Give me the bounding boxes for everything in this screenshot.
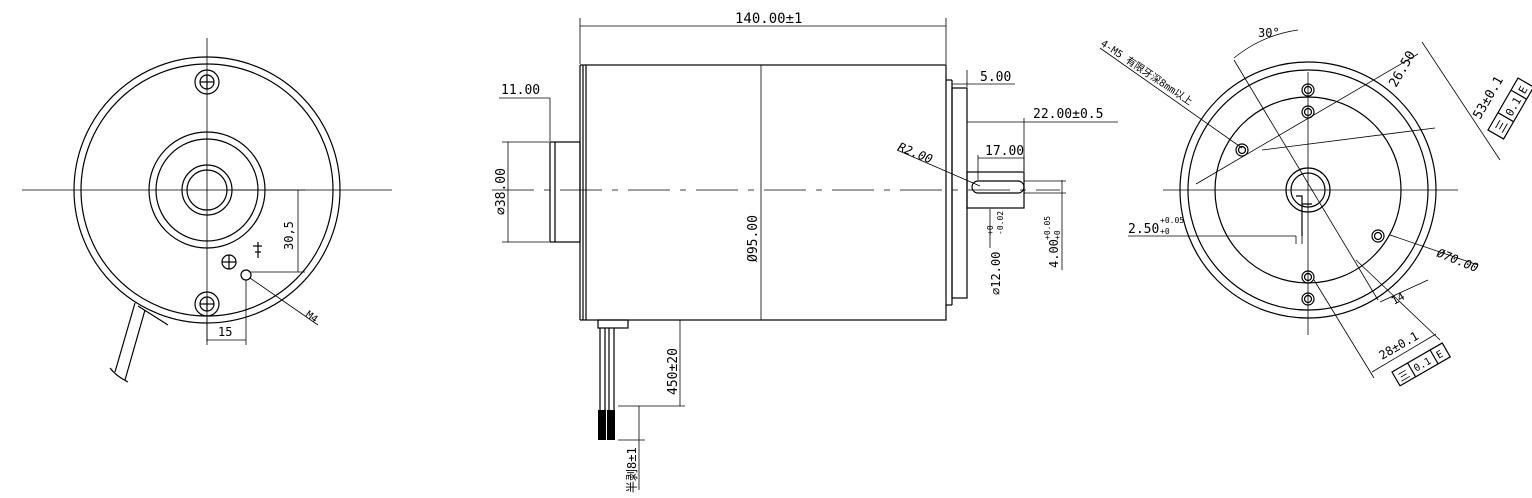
mounting-holes [1235, 83, 1385, 306]
dim-r2: R2.00 [896, 140, 935, 167]
label-holes: 4-M5 有限牙深8mm以上 [1098, 37, 1195, 108]
dim-length: 140.00±1 [735, 11, 802, 27]
dim-14: 14 [1389, 290, 1407, 308]
rear-housing [951, 87, 968, 299]
dim-30-5: 30,5 [282, 221, 296, 250]
lead-wires [597, 319, 629, 440]
diag-line-30 [1233, 59, 1379, 301]
dim-28: 28±0.1 [1377, 329, 1422, 363]
left-end-view: 30,5 15 M4 [22, 38, 392, 383]
motor-body [585, 64, 947, 321]
dim-15: 15 [218, 325, 232, 339]
dim-450: 450±20 [666, 348, 681, 395]
dim-2-5-tol-lower: +0 [1160, 227, 1170, 236]
dim-17: 17.00 [985, 144, 1024, 159]
ground-terminal [221, 242, 262, 281]
dim-4-tol-lower: +0 [1053, 230, 1062, 240]
dim-30deg: 30° [1258, 26, 1280, 40]
right-end-view: 30° 4-M5 有限牙深8mm以上 26.50 53±0.1 三 0.1 E … [1098, 26, 1532, 387]
dim-phi12: ⌀12.00 [989, 252, 1003, 295]
side-view: 140.00±1 11.00 ⌀38.00 Ø95.00 5.00 22.00±… [492, 11, 1118, 493]
dim-4-base: 4.00 [1047, 239, 1061, 268]
dim-22: 22.00±0.5 [1033, 107, 1103, 122]
tol-28-datum: E [1435, 349, 1446, 362]
dim-phi70: Ø70.00 [1435, 246, 1480, 275]
dim-phi95: Ø95.00 [746, 215, 761, 262]
dim-phi12-base: ⌀12.00 [989, 252, 1003, 295]
top-screw [194, 69, 220, 95]
shaft-keyway [971, 180, 1025, 194]
dim-4-tol-upper: +0.05 [1043, 216, 1052, 240]
dim-2-5-tol-upper: +0.05 [1160, 216, 1184, 225]
dim-11: 11.00 [501, 83, 540, 98]
bottom-screw [194, 291, 220, 317]
dim-strip: 半剥8±1 [625, 447, 639, 493]
dim-5: 5.00 [980, 70, 1011, 85]
dim-phi38: ⌀38.00 [494, 168, 509, 215]
dim-phi12-tol-upper: +0 [986, 225, 995, 235]
dim-2-5-base: 2.50 [1128, 222, 1159, 237]
label-m4: M4 [303, 309, 319, 325]
dim-4: 4.00 [1047, 239, 1061, 268]
tol-28-symbol: 三 [1396, 368, 1412, 385]
left-cable [109, 302, 169, 383]
shaft-flat [1296, 195, 1312, 236]
dim-phi12-tol-lower: -0.02 [996, 211, 1005, 235]
angle-arc [1233, 29, 1299, 59]
front-boss [549, 141, 581, 243]
